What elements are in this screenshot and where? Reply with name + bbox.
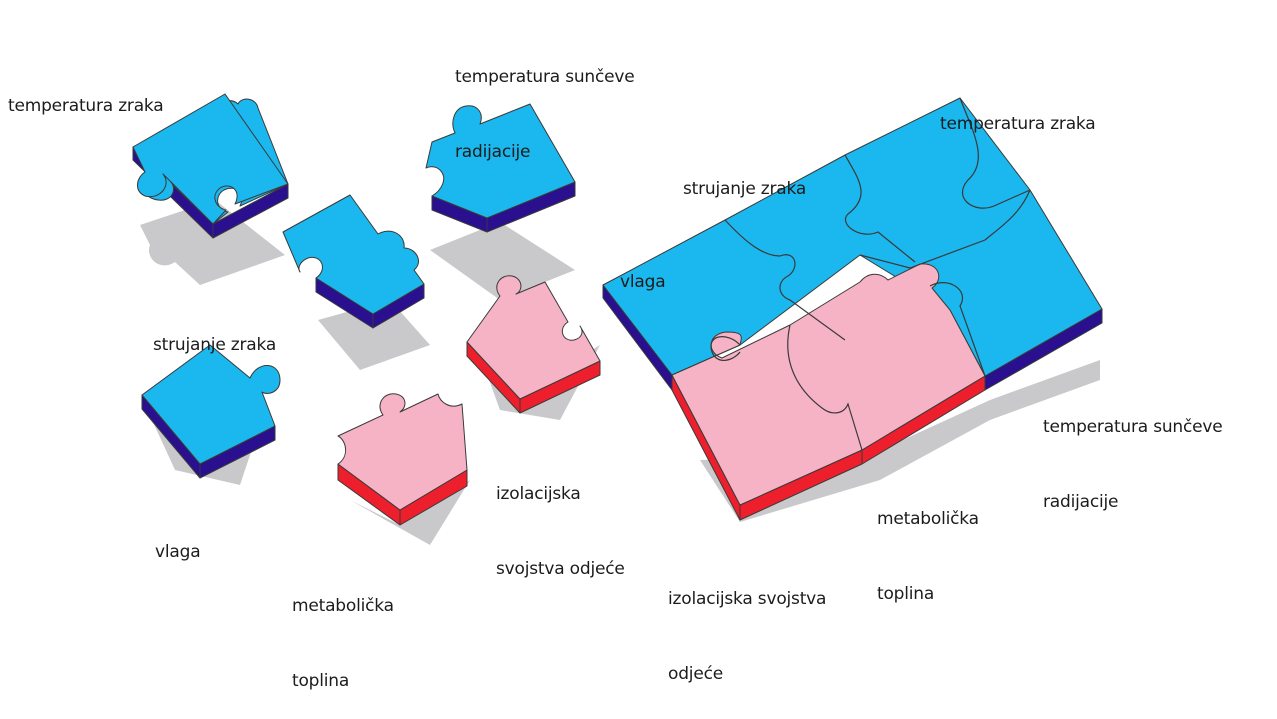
label-assembled-strujanje-zraka: strujanje zraka: [683, 127, 806, 227]
label-text: vlaga: [155, 542, 201, 562]
label-text-line-1: izolacijska: [496, 484, 581, 504]
puzzle-piece-metabolicka-toplina: [337, 393, 470, 545]
puzzle-piece-temperatura-suncave-radijacije: [425, 103, 576, 300]
label-text-line-1: metabolička: [292, 596, 394, 616]
label-text-line-2: svojstva odjeće: [496, 559, 625, 579]
label-text-line-2: toplina: [292, 671, 350, 691]
puzzle-piece-temperatura-zraka: [132, 93, 289, 285]
label-text: temperatura zraka: [8, 96, 164, 116]
label-text-line-2: radijacije: [455, 142, 531, 162]
label-text-line-1: metabolička: [877, 509, 979, 529]
label-text-line-2: radijacije: [1043, 492, 1119, 512]
label-text-line-2: toplina: [877, 584, 935, 604]
label-assembled-temperatura-suncave-radijacije: temperatura sunčeve radijacije: [1043, 365, 1223, 540]
assembled-puzzle: [602, 97, 1103, 522]
puzzle-piece-izolacijska-svojstva-odjece: [466, 275, 601, 420]
label-loose-strujanje-zraka: strujanje zraka: [153, 283, 276, 383]
label-text-line-1: izolacijska svojstva: [668, 589, 827, 609]
label-text: strujanje zraka: [153, 335, 277, 355]
label-text-line-2: odjeće: [668, 664, 723, 684]
label-loose-vlaga: vlaga: [155, 490, 201, 590]
label-assembled-izolacijska-svojstva-odjece: izolacijska svojstva odjeće: [668, 537, 826, 712]
label-text-line-1: temperatura sunčeve: [1043, 417, 1223, 437]
label-loose-izolacijska-svojstva-odjece: izolacijska svojstva odjeće: [496, 432, 625, 607]
label-loose-metabolicka-toplina: metabolička toplina: [292, 544, 394, 719]
label-text: strujanje zraka: [683, 179, 807, 199]
label-text: temperatura zraka: [940, 114, 1096, 134]
label-loose-temperatura-suncave-radijacije: temperatura sunčeve radijacije: [455, 15, 635, 190]
label-assembled-metabolicka-toplina: metabolička toplina: [877, 457, 979, 632]
label-text-line-1: temperatura sunčeve: [455, 67, 635, 87]
label-loose-temperatura-zraka: temperatura zraka: [8, 44, 164, 144]
label-assembled-vlaga: vlaga: [620, 220, 666, 320]
puzzle-piece-strujanje-zraka: [282, 194, 430, 370]
puzzle-diagram: [132, 93, 1103, 545]
label-assembled-temperatura-zraka: temperatura zraka: [940, 62, 1096, 162]
puzzle-piece-vlaga: [141, 344, 281, 485]
label-text: vlaga: [620, 272, 666, 292]
